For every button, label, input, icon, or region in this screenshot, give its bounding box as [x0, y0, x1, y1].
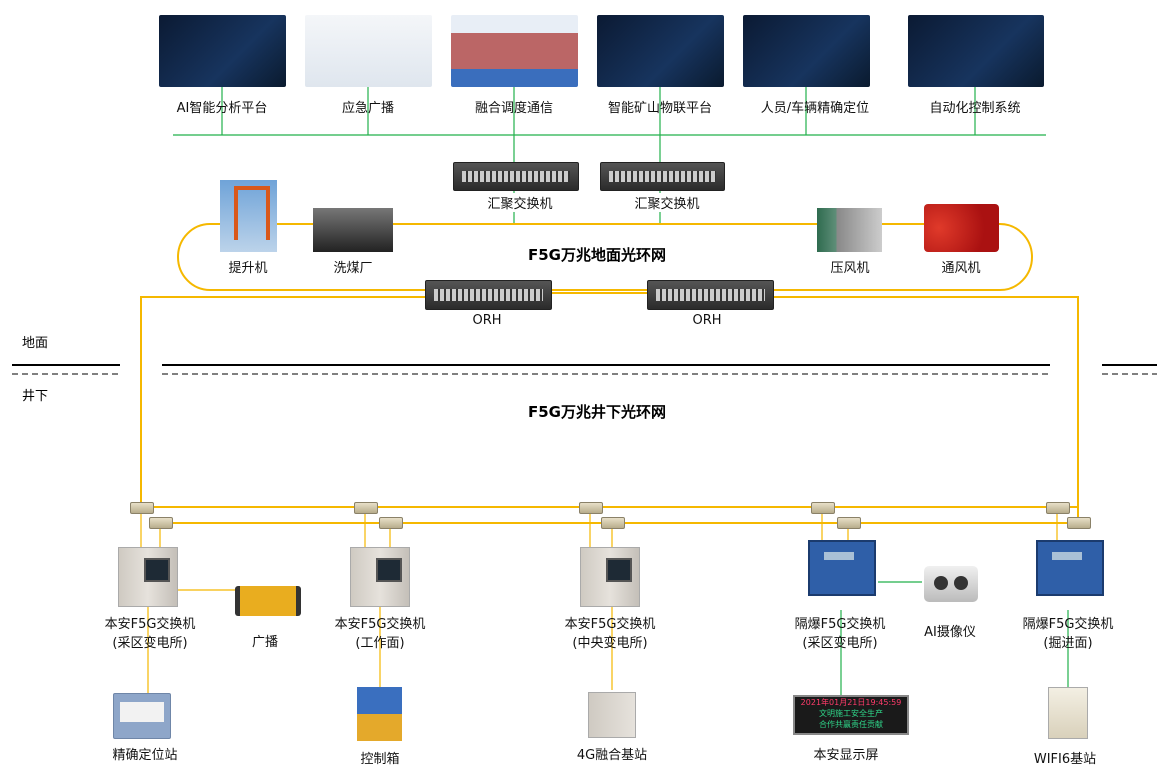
- broadcast-screenshot: [305, 15, 432, 87]
- display-screen-icon: 2021年01月21日19:45:59 文明施工安全生产 合作共赢责任贡献: [793, 695, 909, 735]
- wifi6-base-station-icon: [1048, 687, 1088, 739]
- surface-label: 地面: [22, 336, 49, 351]
- fiber-connector-icon: [130, 502, 154, 514]
- fiber-connector-icon: [601, 517, 625, 529]
- platform-label: 应急广播: [341, 101, 395, 116]
- underground-ring-title: F5G万兆井下光环网: [528, 403, 666, 421]
- dispatch-screenshot: [451, 15, 578, 87]
- platform-label: 人员/车辆精确定位: [760, 101, 870, 116]
- fiber-connector-icon: [354, 502, 378, 514]
- aggregation-switch-icon: [453, 162, 579, 191]
- fiber-connector-icon: [579, 502, 603, 514]
- control-box-icon: [357, 687, 402, 741]
- switch-label: 本安F5G交换机(工作面): [334, 617, 426, 651]
- underground-label: 井下: [22, 389, 49, 404]
- ai-platform-screenshot: [159, 15, 286, 87]
- aggregation-label: 汇聚交换机: [487, 193, 553, 212]
- fiber-connector-icon: [1067, 517, 1091, 529]
- switch-label: 本安F5G交换机(采区变电所): [104, 617, 196, 651]
- aggregation-switch-icon: [600, 162, 725, 191]
- surface-ring-title: F5G万兆地面光环网: [528, 246, 666, 264]
- platform-label: 融合调度通信: [474, 101, 554, 116]
- device-label: 通风机: [941, 257, 981, 276]
- display-line: 合作共赢责任贡献: [819, 720, 883, 729]
- compressor-image: [817, 208, 882, 252]
- intrinsic-safe-switch-icon: [118, 547, 178, 607]
- switch-label: 隔爆F5G交换机(掘进面): [1022, 617, 1114, 651]
- switch-label: 隔爆F5G交换机(采区变电所): [794, 617, 886, 651]
- orh-label: ORH: [472, 313, 502, 328]
- orh-icon: [425, 280, 552, 310]
- device-label: 精确定位站: [112, 748, 178, 763]
- explosion-proof-switch-icon: [1036, 540, 1104, 596]
- intrinsic-safe-switch-icon: [350, 547, 410, 607]
- iot-screenshot: [597, 15, 724, 87]
- automation-screenshot: [908, 15, 1044, 87]
- device-label: 广播: [251, 635, 279, 650]
- broadcast-device-icon: [235, 586, 301, 616]
- device-label: 提升机: [228, 257, 268, 276]
- platform-label: 智能矿山物联平台: [607, 101, 713, 116]
- platform-label: AI智能分析平台: [176, 101, 268, 116]
- device-label: WIFI6基站: [1033, 752, 1097, 767]
- ventilator-image: [924, 204, 999, 252]
- hoist-image: [220, 180, 277, 252]
- device-label: AI摄像仪: [924, 625, 976, 640]
- fiber-connector-icon: [1046, 502, 1070, 514]
- display-line: 文明施工安全生产: [819, 709, 883, 718]
- display-time: 2021年01月21日19:45:59: [800, 698, 902, 707]
- positioning-station-icon: [113, 693, 171, 739]
- positioning-screenshot: [743, 15, 870, 87]
- switch-label: 本安F5G交换机(中央变电所): [564, 617, 656, 651]
- aggregation-label: 汇聚交换机: [634, 193, 700, 212]
- ai-camera-icon: [924, 566, 978, 602]
- fiber-connector-icon: [837, 517, 861, 529]
- orh-label: ORH: [692, 313, 722, 328]
- fiber-connector-icon: [379, 517, 403, 529]
- intrinsic-safe-switch-icon: [580, 547, 640, 607]
- orh-icon: [647, 280, 774, 310]
- explosion-proof-switch-icon: [808, 540, 876, 596]
- coal-washing-image: [313, 208, 393, 252]
- device-label: 压风机: [830, 257, 870, 276]
- platform-label: 自动化控制系统: [929, 101, 1021, 116]
- device-label: 控制箱: [360, 752, 400, 767]
- 4g-base-station-icon: [588, 692, 636, 738]
- device-label: 本安显示屏: [813, 748, 879, 763]
- fiber-connector-icon: [149, 517, 173, 529]
- device-label: 4G融合基站: [576, 748, 648, 763]
- device-label: 洗煤厂: [333, 257, 373, 276]
- fiber-connector-icon: [811, 502, 835, 514]
